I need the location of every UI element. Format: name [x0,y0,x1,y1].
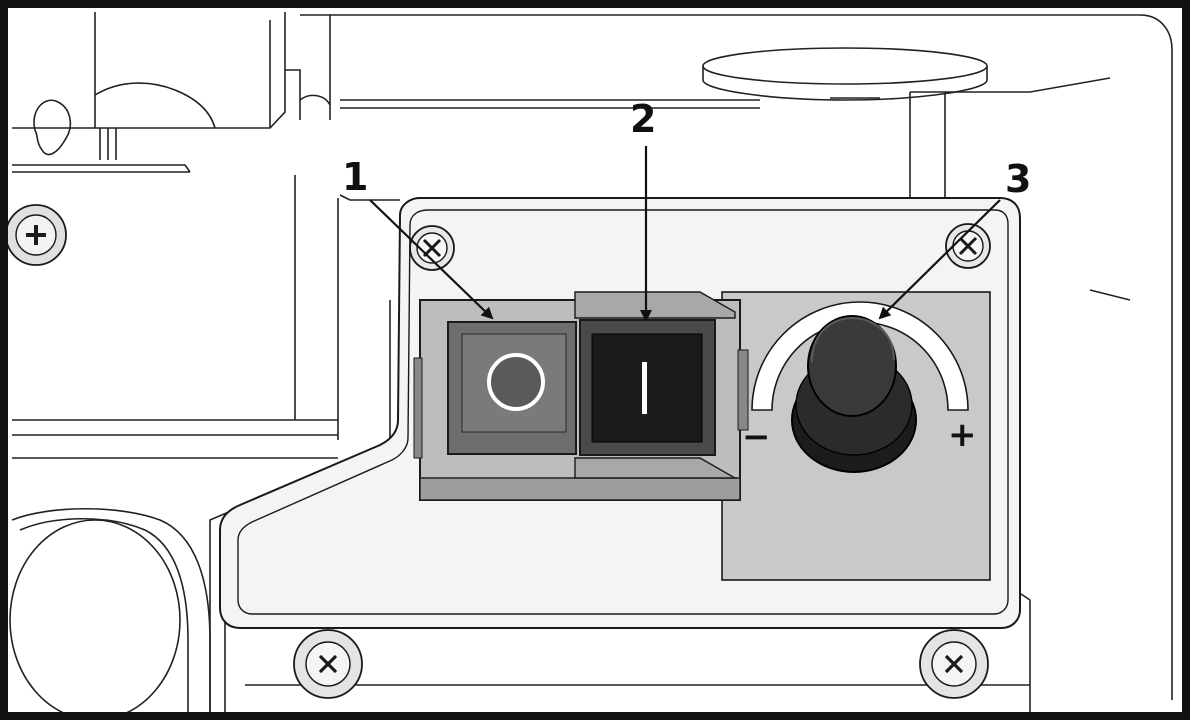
screw-icon [409,225,455,271]
on-switch-button[interactable] [579,319,716,456]
panel-plate-inner-edge [237,209,1009,615]
knob-scale-arc [751,301,969,411]
arrow-icon [878,199,1001,320]
screw-icon [293,629,363,699]
callout-label-1: 1 [342,155,368,199]
screw-icon [5,204,67,266]
screw-icon [919,629,989,699]
off-switch-button[interactable] [447,321,577,455]
off-symbol-icon [487,353,545,411]
on-symbol-icon [642,362,647,414]
knob-minus-label: − [742,417,771,457]
callout-label-2: 2 [630,97,656,141]
knob-plus-label: + [948,415,977,455]
screw-icon [945,223,991,269]
arrow-icon [369,199,494,320]
adjustment-knob[interactable] [751,301,969,473]
callout-label-3: 3 [1005,157,1031,201]
